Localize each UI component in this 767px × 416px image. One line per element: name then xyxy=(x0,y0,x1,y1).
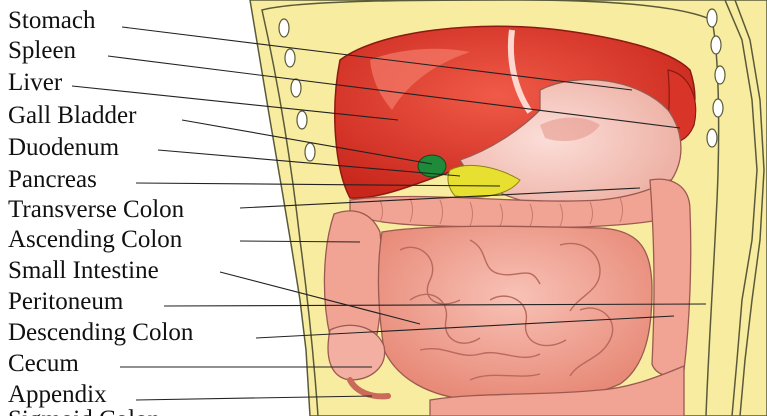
label-spleen: Spleen xyxy=(8,37,76,65)
label-stomach: Stomach xyxy=(8,7,96,35)
label-gall-bladder: Gall Bladder xyxy=(8,102,136,130)
label-duodenum: Duodenum xyxy=(8,134,119,162)
label-descending-colon: Descending Colon xyxy=(8,319,193,347)
descending-colon xyxy=(650,179,691,376)
label-transverse-colon: Transverse Colon xyxy=(8,196,184,224)
label-ascending-colon: Ascending Colon xyxy=(8,226,182,254)
label-appendix: Appendix xyxy=(8,381,107,409)
label-liver: Liver xyxy=(8,69,62,97)
label-sigmoid-colon: Sigmoid Colon xyxy=(8,406,160,416)
label-small-intestine: Small Intestine xyxy=(8,257,159,285)
label-pancreas: Pancreas xyxy=(8,166,97,194)
label-cecum: Cecum xyxy=(8,350,79,378)
label-peritoneum: Peritoneum xyxy=(8,288,123,316)
